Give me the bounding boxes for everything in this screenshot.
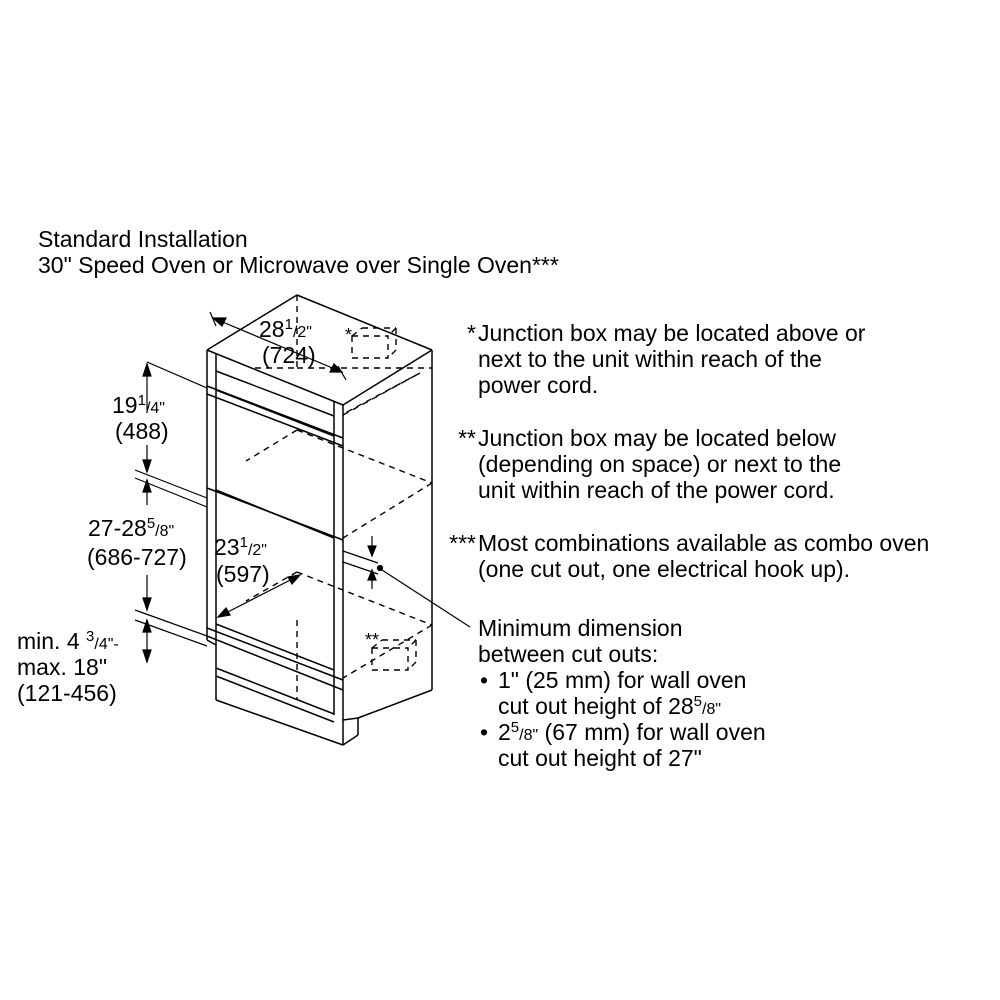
junction-box-top	[351, 335, 389, 359]
depth-dimension-label: 231/2"	[214, 534, 267, 560]
upper-height-metric: (488)	[115, 418, 169, 444]
middle-height-metric: (686-727)	[87, 544, 187, 570]
cabinet-top-right-edge	[342, 349, 433, 406]
note-3-marker: ***	[449, 530, 476, 556]
lower-height-metric: (121-456)	[17, 680, 117, 706]
middle-height-label: 27-285/8"	[88, 515, 175, 541]
minimum-dimension-heading: Minimum dimension	[478, 615, 683, 641]
note-2-marker: **	[458, 425, 476, 451]
bullet-2: •	[480, 719, 489, 745]
depth-dimension-metric: (597)	[216, 561, 270, 587]
cabinet-top-front-edge	[206, 349, 344, 406]
bullet-2-line-2: cut out height of 27"	[498, 745, 702, 771]
lower-height-max: max. 18"	[17, 654, 107, 680]
lower-shelf-front	[206, 627, 344, 681]
bullet-1-line-1: 1" (25 mm) for wall oven	[498, 667, 747, 693]
diagram-title: Standard Installation	[38, 226, 248, 252]
junction-box-bottom	[371, 647, 409, 671]
diagram-subtitle: 30" Speed Oven or Microwave over Single …	[38, 252, 559, 278]
note-2-line-3: unit within reach of the power cord.	[478, 477, 835, 503]
note-1-line-3: power cord.	[478, 372, 599, 398]
cabinet-top-left-edge	[206, 294, 298, 351]
note-1-marker: *	[467, 320, 476, 346]
upper-height-label: 191/4"	[112, 392, 165, 418]
cabinet-top-back-edge	[296, 294, 433, 351]
note-2-line-2: (depending on space) or next to the	[478, 451, 842, 477]
lower-height-label: min. 4 3/4"-	[17, 628, 119, 654]
note-1-line-2: next to the unit within reach of the	[478, 346, 822, 372]
bullet-2-line-1: 25/8" (67 mm) for wall oven	[498, 719, 766, 745]
cabinet-base-front	[215, 667, 335, 715]
bullet-1: •	[480, 667, 489, 693]
note-3-line-2: (one cut out, one electrical hook up).	[478, 556, 851, 582]
junction-top-marker: *	[345, 325, 353, 345]
note-1-line-1: Junction box may be located above or	[478, 320, 866, 346]
bullet-1-line-2: cut out height of 285/8"	[498, 693, 722, 719]
width-dimension-metric: (724)	[262, 342, 316, 368]
junction-bottom-marker: **	[365, 630, 380, 650]
upper-cutout-bottom	[206, 393, 344, 447]
width-dimension-label: 281/2"	[259, 316, 312, 342]
minimum-dimension-subheading: between cut outs:	[478, 641, 659, 667]
note-2-line-1: Junction box may be located below	[478, 425, 836, 451]
upper-cutout-top	[215, 370, 335, 417]
note-3-line-1: Most combinations available as combo ove…	[478, 530, 930, 556]
